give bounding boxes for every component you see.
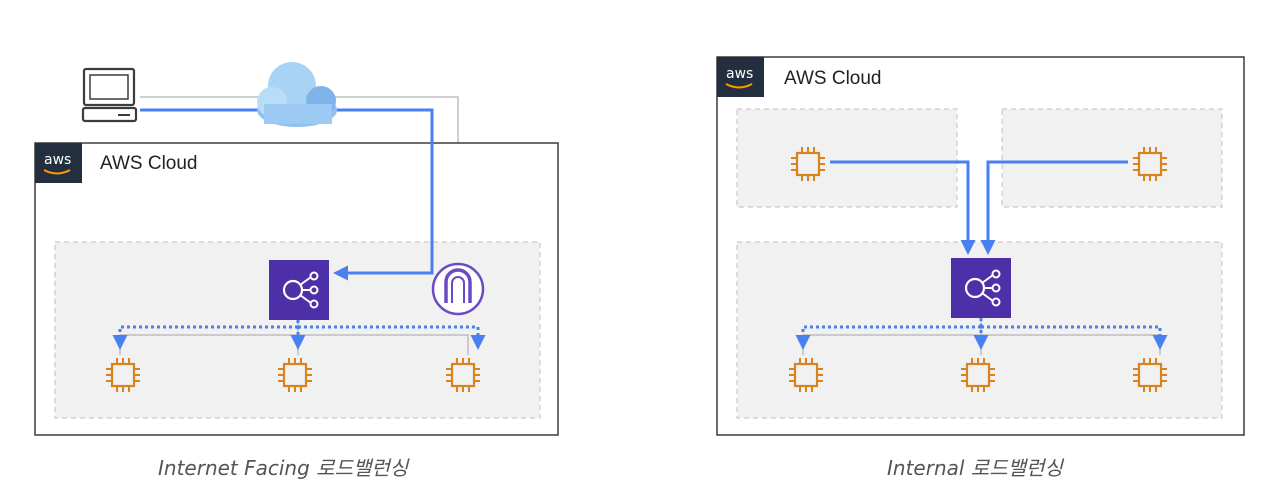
aws-cloud-label: AWS Cloud [100,153,198,174]
subnet-box-top-right [1001,108,1223,208]
internal-caption: Internal 로드밸런싱 [887,456,1063,480]
aws-smile-icon [725,83,753,89]
inbound-traffic-line-right [980,160,1128,255]
subnet-box-top-left [736,108,958,208]
elastic-load-balancer-icon [951,258,1011,318]
cloud-icon [257,62,337,127]
aws-badge [717,57,764,97]
distribution-flow-right [298,325,486,350]
inbound-traffic-line-left [830,160,976,255]
aws-badge [35,143,82,183]
elastic-load-balancer-icon [269,260,329,320]
internet-facing-diagram: aws AWS Cloud [34,62,559,436]
internet-facing-caption: Internet Facing 로드밸런싱 [158,456,409,480]
internet-gateway-icon [431,262,485,316]
aws-smile-icon [43,169,71,175]
aws-badge-text: aws [44,152,71,168]
aws-badge-text: aws [726,66,753,82]
distribution-flow-right [981,325,1168,350]
internal-diagram: aws AWS Cloud [716,56,1245,436]
aws-cloud-label: AWS Cloud [784,68,882,89]
desktop-computer-icon [81,67,138,123]
